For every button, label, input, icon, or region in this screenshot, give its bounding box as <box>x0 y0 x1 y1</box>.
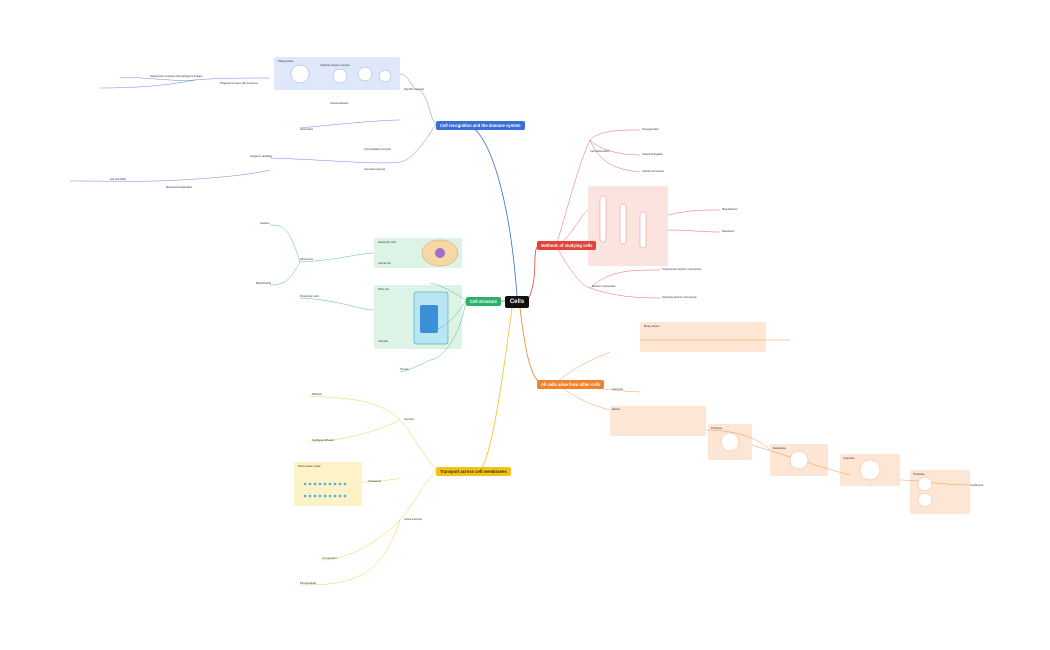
leaf-telophase[interactable]: Telophase <box>913 473 925 476</box>
leaf-electron-microscope[interactable]: Electron microscope <box>592 285 616 288</box>
connector-yellow <box>479 307 513 471</box>
binary-fission-panel <box>640 322 766 352</box>
leaf-facilitated-diffusion[interactable]: Facilitated diffusion <box>312 439 335 442</box>
leaf-hiv-aids[interactable]: HIV and AIDS <box>110 178 127 181</box>
leaf-cholesterol[interactable]: Cholesterol <box>368 480 382 483</box>
leaf-metaphase[interactable]: Metaphase <box>773 447 786 450</box>
leaf-cell-mediated[interactable]: Cell-mediated immunity <box>364 148 392 151</box>
leaf-cell-wall[interactable]: Cell wall <box>378 340 388 343</box>
branch-transport[interactable]: Transport across cell membranes <box>436 467 511 476</box>
leaf-co-transport[interactable]: Co-transport <box>322 557 337 560</box>
connector-orange <box>519 307 541 384</box>
leaf-humoral-response[interactable]: Humoral response <box>364 168 386 171</box>
leaf-ribosomes[interactable]: Ribosomes <box>300 258 313 261</box>
leaf-nucleus[interactable]: Nucleus <box>260 222 270 225</box>
leaf-tem[interactable]: Transmission electron microscope <box>662 268 702 271</box>
leaf-clonal-selection[interactable]: Clonal selection <box>330 102 349 105</box>
animal-nucleus-image <box>435 248 445 258</box>
branch-methods-studying-cells[interactable]: Methods of studying cells <box>537 241 597 250</box>
leaf-diffusion[interactable]: Diffusion <box>312 393 323 396</box>
leaf-optical-microscope[interactable]: Optical microscope <box>642 170 665 173</box>
leaf-mitosis[interactable]: Mitosis <box>612 408 621 411</box>
leaf-specific-immunity[interactable]: Specific immunity <box>404 88 425 91</box>
root-node[interactable]: Cells <box>505 296 529 308</box>
leaf-plant-cell[interactable]: Plant cell <box>378 288 389 291</box>
leaf-prophase[interactable]: Prophase <box>711 427 723 430</box>
branch-cell-structure[interactable]: Cell structure <box>466 297 501 306</box>
leaf-phagosome-fuses[interactable]: Phagosome fuses with lysosome <box>220 82 258 85</box>
leaf-eukaryotic-cells[interactable]: Eukaryotic cells <box>378 241 397 244</box>
connector-blue <box>465 123 518 297</box>
leaf-antibody-antigen[interactable]: Antibody-antigen complex <box>320 64 350 67</box>
leaf-binary-fission[interactable]: Binary fission <box>644 325 660 328</box>
fractionation-panel <box>588 186 668 266</box>
leaf-vaccination[interactable]: Vaccination <box>300 128 314 131</box>
leaf-sem[interactable]: Scanning electron microscope <box>662 296 697 299</box>
leaf-phagocytosis[interactable]: Phagocytosis <box>278 60 294 63</box>
leaf-cell-fractionation[interactable]: Cell fractionation <box>590 150 610 153</box>
leaf-osmosis[interactable]: Osmosis <box>404 418 415 421</box>
leaf-prokaryotic-cells[interactable]: Prokaryotic cells <box>300 295 319 298</box>
branch-cell-recognition[interactable]: Cell recognition and the immune system <box>436 121 525 130</box>
leaf-cell-cycle[interactable]: Cell cycle <box>612 388 624 391</box>
leaf-homogenation[interactable]: Homogenation <box>642 128 659 131</box>
leaf-mitochondria[interactable]: Mitochondria <box>256 282 271 285</box>
leaf-animal-cell[interactable]: Animal cell <box>378 262 391 265</box>
leaf-monoclonal-antibodies[interactable]: Monoclonal antibodies <box>166 186 192 189</box>
leaf-fluid-mosaic[interactable]: Fluid mosaic model <box>298 465 321 468</box>
leaf-anaphase[interactable]: Anaphase <box>843 457 855 460</box>
leaf-active-transport[interactable]: Active transport <box>404 518 423 521</box>
leaf-cytokinesis[interactable]: Cytokinesis <box>970 484 984 487</box>
leaf-resolution[interactable]: Resolution <box>722 230 735 233</box>
mitosis-table-panel <box>610 406 706 436</box>
leaf-viruses[interactable]: Viruses <box>400 368 409 371</box>
connector-red <box>528 243 541 299</box>
branch-cells-arise[interactable]: All cells arise from other cells <box>537 380 605 389</box>
leaf-antigenic-variability[interactable]: Antigenic variability <box>250 155 273 158</box>
telophase-panel <box>910 470 970 514</box>
leaf-magnification[interactable]: Magnification <box>722 208 738 211</box>
leaf-phospholipids[interactable]: Phospholipids <box>300 582 317 585</box>
leaf-phagocytes-recognise[interactable]: Phagocytes recognise the pathogen's anti… <box>150 75 203 78</box>
leaf-ultracentrifugation[interactable]: Ultracentrifugation <box>642 153 664 156</box>
plant-vacuole-image <box>420 305 438 333</box>
